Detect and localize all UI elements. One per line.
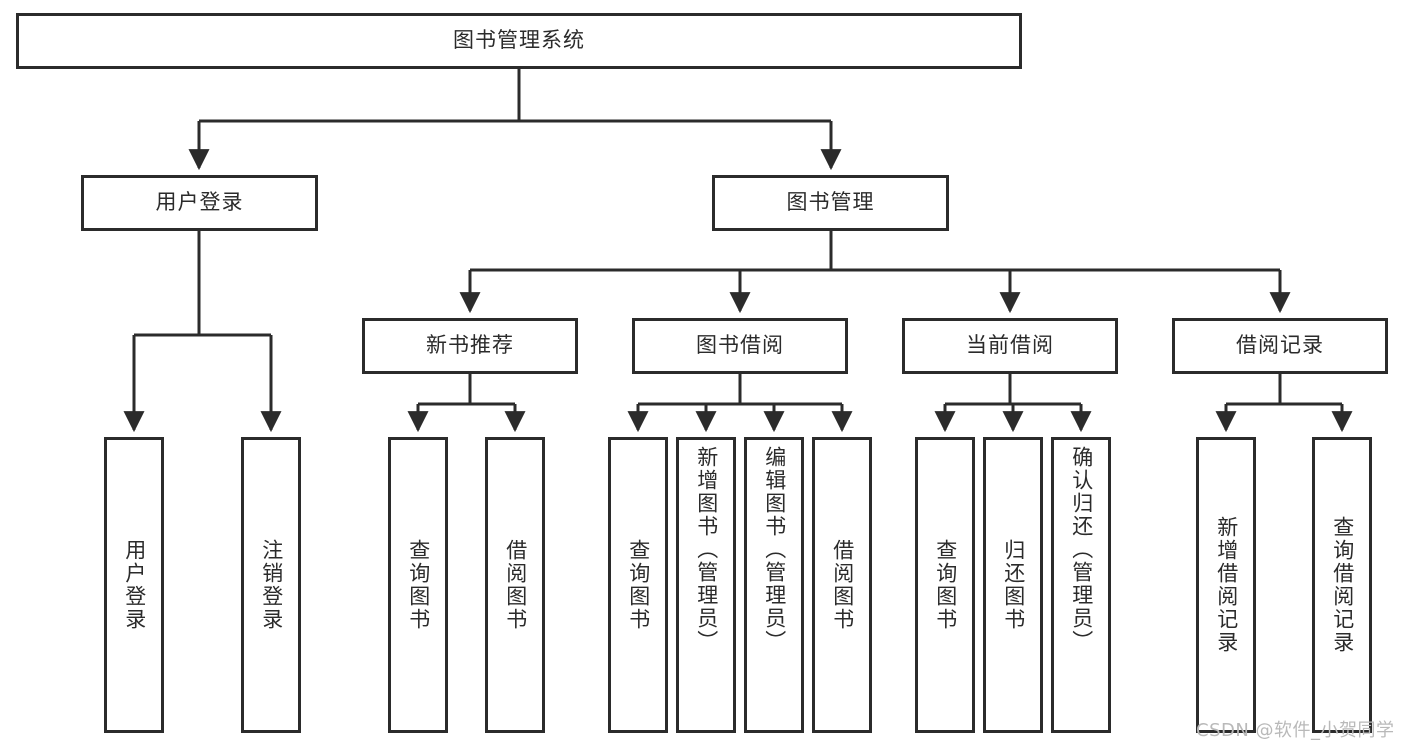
node-label: 注销登录: [259, 539, 284, 631]
edges-book-manage: [459, 231, 1291, 314]
node-label: 确认归还（管理员）: [1069, 446, 1094, 653]
node-label: 新书推荐: [426, 333, 514, 358]
watermark-text: CSDN @软件_小贺同学: [1196, 720, 1395, 741]
node-label: 当前借阅: [966, 333, 1054, 358]
node-book-manage[interactable]: 图书管理: [712, 175, 949, 231]
edges-user-login: [123, 231, 282, 433]
node-label: 图书管理系统: [453, 28, 585, 53]
node-leaf-confirm-return[interactable]: 确认归还（管理员）: [1051, 437, 1111, 733]
node-leaf-return-book[interactable]: 归还图书: [983, 437, 1043, 733]
node-label: 图书管理: [786, 190, 875, 215]
node-label: 新增借阅记录: [1214, 516, 1239, 654]
node-label: 归还图书: [1001, 539, 1026, 631]
edges-current-borrow: [934, 374, 1092, 433]
node-label: 查询图书: [933, 539, 958, 631]
node-new-book-recommend[interactable]: 新书推荐: [362, 318, 578, 374]
node-current-borrow[interactable]: 当前借阅: [902, 318, 1118, 374]
node-label: 编辑图书（管理员）: [762, 446, 787, 653]
node-label: 查询图书: [626, 539, 651, 631]
edges-book-borrow: [627, 374, 853, 433]
edges-borrow-record: [1215, 374, 1353, 433]
edges-root: [188, 69, 842, 171]
node-leaf-edit-book[interactable]: 编辑图书（管理员）: [744, 437, 804, 733]
node-label: 用户登录: [155, 190, 244, 215]
node-leaf-query-book-1[interactable]: 查询图书: [388, 437, 448, 733]
node-label: 用户登录: [122, 539, 147, 631]
node-leaf-query-record[interactable]: 查询借阅记录: [1312, 437, 1372, 733]
node-leaf-borrow-book-2[interactable]: 借阅图书: [812, 437, 872, 733]
node-user-login[interactable]: 用户登录: [81, 175, 318, 231]
edges-new-book-recommend: [407, 374, 526, 433]
node-leaf-logout[interactable]: 注销登录: [241, 437, 301, 733]
node-root[interactable]: 图书管理系统: [16, 13, 1022, 69]
node-leaf-query-book-2[interactable]: 查询图书: [608, 437, 668, 733]
node-leaf-add-book[interactable]: 新增图书（管理员）: [676, 437, 736, 733]
node-leaf-add-record[interactable]: 新增借阅记录: [1196, 437, 1256, 733]
node-leaf-user-login[interactable]: 用户登录: [104, 437, 164, 733]
node-label: 新增图书（管理员）: [694, 446, 719, 653]
node-label: 查询借阅记录: [1330, 516, 1355, 654]
node-label: 借阅图书: [503, 539, 528, 631]
node-book-borrow[interactable]: 图书借阅: [632, 318, 848, 374]
node-label: 查询图书: [406, 539, 431, 631]
node-label: 借阅图书: [830, 539, 855, 631]
node-borrow-record[interactable]: 借阅记录: [1172, 318, 1388, 374]
node-label: 图书借阅: [696, 333, 784, 358]
node-label: 借阅记录: [1236, 333, 1324, 358]
node-leaf-borrow-book-1[interactable]: 借阅图书: [485, 437, 545, 733]
node-leaf-query-book-3[interactable]: 查询图书: [915, 437, 975, 733]
